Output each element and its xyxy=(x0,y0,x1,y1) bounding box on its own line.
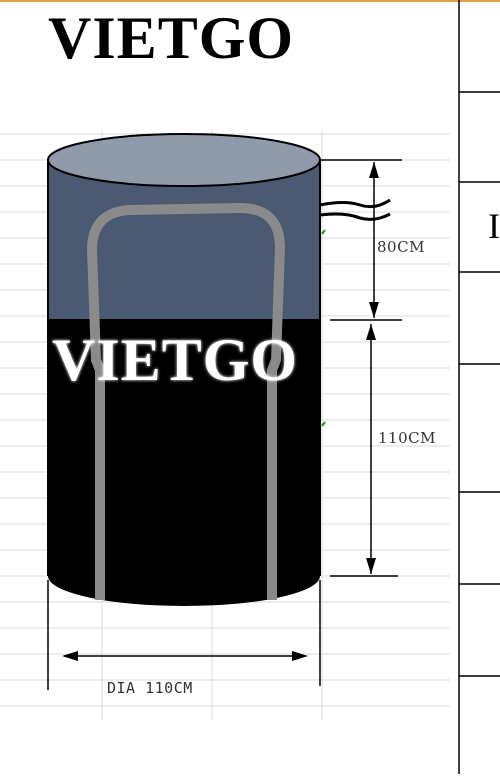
bag-top-cap xyxy=(47,133,321,187)
dimension-label-bottom: 110CM xyxy=(378,429,436,447)
bag-bottom-section xyxy=(48,320,320,606)
green-mark xyxy=(321,229,326,235)
watermark-overlay: VIETGO xyxy=(52,327,299,393)
dimension-diameter xyxy=(47,580,321,690)
tie-rope xyxy=(319,198,391,209)
green-mark xyxy=(321,421,326,427)
side-table-fragment-text: I xyxy=(488,206,500,246)
bag-top-section xyxy=(48,160,320,320)
dimension-label-diameter: DIA 110CM xyxy=(107,679,193,697)
side-table xyxy=(458,0,500,774)
watermark-top: VIETGO xyxy=(48,5,295,71)
strap-loop xyxy=(87,203,285,600)
dimension-bottom-section xyxy=(330,324,398,577)
dimension-top-section xyxy=(320,159,402,321)
dimension-label-top: 80CM xyxy=(377,238,425,256)
